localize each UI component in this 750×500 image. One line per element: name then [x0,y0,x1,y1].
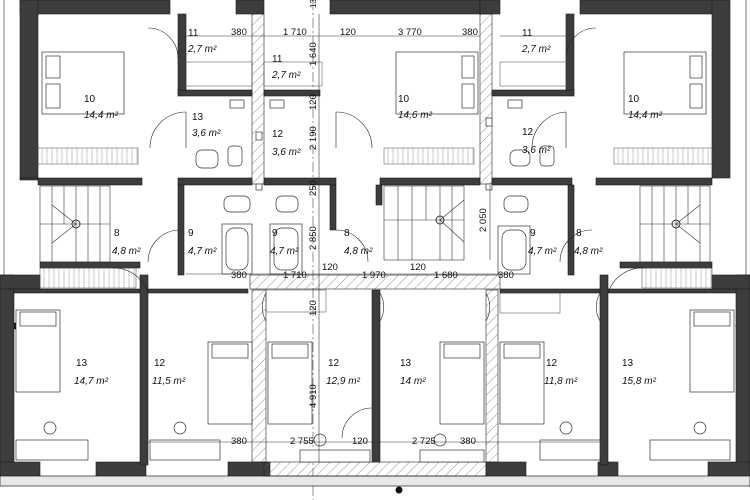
dim-120-a: 120 [340,27,356,38]
interior-walls [13,13,737,477]
room-area-r8: 2,7 m² [521,44,551,55]
dim-2850: 2 850 [308,226,319,250]
room-number-r20: 12 [546,358,558,369]
dim-380-f: 380 [460,436,476,447]
room-area-r20: 11,8 m² [544,376,578,387]
room-number-r8: 11 [522,28,533,39]
room-area-r3: 3,6 m² [192,128,221,139]
room-number-r21: 13 [622,358,634,369]
room-area-r9: 14,4 m² [628,110,663,121]
room-number-r2: 10 [84,94,96,105]
room-labels: 11 2,7 m² 10 14,4 m² 13 3,6 m² 11 2,7 m²… [74,28,663,387]
beds [15,51,735,425]
desks [15,421,731,463]
room-area-r5: 3,6 m² [272,147,301,158]
dim-1970: 1 970 [362,270,386,281]
room-number-r1: 11 [188,28,199,39]
dim-120-c: 120 [322,262,338,273]
room-number-r6: 10 [398,94,410,105]
dim-3770: 3 770 [398,27,422,38]
room-number-r9: 10 [628,94,640,105]
room-area-r19: 14 m² [400,376,426,387]
dim-380-c: 380 [231,270,247,281]
room-number-r10: 8 [114,228,120,239]
room-area-r7: 3,6 m² [522,145,551,156]
room-number-r13: 8 [344,228,350,239]
dim-380-b: 380 [462,27,478,38]
room-number-r17: 12 [154,358,166,369]
staircase-middle [383,185,465,261]
dim-380-a: 380 [231,27,247,38]
dim-2190: 2 190 [308,126,319,150]
room-area-r12: 4,7 m² [270,246,299,257]
room-number-r4: 11 [272,54,283,65]
dim-250: 250 [308,180,319,196]
room-number-r15: 8 [576,228,582,239]
staircase-right [639,185,711,263]
dim-1680: 1 680 [434,270,458,281]
room-area-r13: 4,8 m² [344,246,373,257]
dim-120-b: 120 [308,94,319,110]
room-number-r14: 9 [530,228,536,239]
dim-1710-b: 1 710 [283,270,307,281]
staircase-left [39,185,111,263]
dim-120-f: 120 [352,436,368,447]
dim-120-e: 120 [308,300,319,316]
room-area-r11: 4,7 m² [188,246,217,257]
dim-2755: 2 755 [290,436,314,447]
dimension-lines [148,14,600,462]
dim-2050: 2 050 [478,208,489,232]
room-area-r17: 11,5 m² [152,376,186,387]
wardrobe-strips [37,61,713,314]
room-area-r16: 14,7 m² [74,376,109,387]
room-number-r11: 9 [188,228,194,239]
bathroom-fixtures [195,99,555,275]
dim-380-e: 380 [231,436,247,447]
dim-2725: 2 725 [412,436,436,447]
dim-13: 13 [309,0,318,8]
dimension-labels: 380 1 710 120 3 770 380 1 640 120 2 190 … [231,0,514,447]
room-number-r19: 13 [400,358,412,369]
door-swings [111,27,645,439]
room-area-r6: 14,6 m² [398,110,433,121]
room-area-r18: 12,9 m² [326,376,361,387]
room-area-r10: 4,8 m² [112,246,141,257]
dim-380-d: 380 [498,270,514,281]
room-number-r16: 13 [76,358,88,369]
room-area-r2: 14,4 m² [84,110,119,121]
room-number-r5: 12 [272,129,284,140]
room-number-r3: 13 [192,112,204,123]
room-area-r1: 2,7 m² [187,44,217,55]
exterior-walls [0,0,750,487]
room-number-r12: 9 [272,228,278,239]
room-area-r15: 4,8 m² [574,246,603,257]
room-number-r7: 12 [522,127,534,138]
room-area-r4: 2,7 m² [271,70,301,81]
dim-1710-a: 1 710 [283,27,307,38]
dim-120-d: 120 [410,262,426,273]
dim-1640: 1 640 [308,42,319,66]
dim-4910: 4 910 [308,384,319,408]
room-area-r14: 4,7 m² [528,246,557,257]
room-number-r18: 12 [328,358,340,369]
room-area-r21: 15,8 m² [622,376,657,387]
